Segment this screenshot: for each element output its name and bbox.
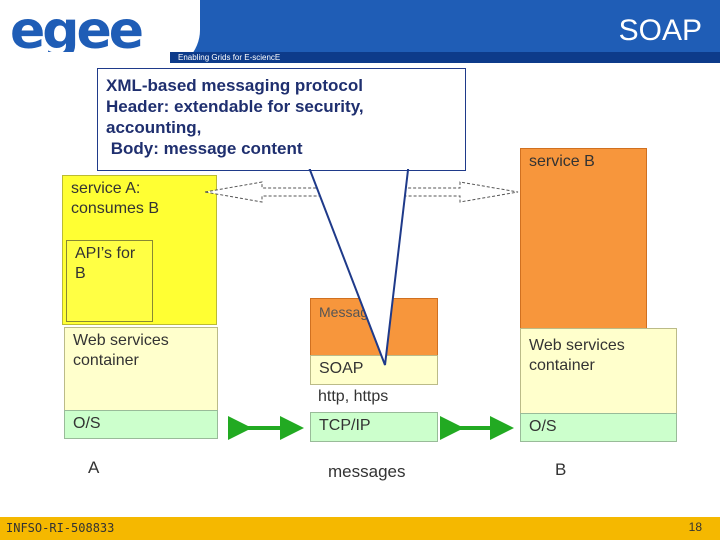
os-a-label: O/S (73, 415, 101, 432)
subtitle-bar (170, 52, 720, 63)
web-services-container-a: Web services container (64, 327, 218, 411)
service-b-label: service B (529, 153, 595, 170)
slide-title: SOAP (618, 14, 702, 47)
api-b-label: API’s for B (75, 245, 136, 282)
node-b-label: B (555, 460, 567, 479)
footer-bar (0, 517, 720, 540)
message-box: Message (310, 298, 438, 356)
node-a-label: A (88, 458, 100, 477)
subtitle: Enabling Grids for E-sciencE (178, 53, 281, 62)
tcp-ip-box: TCP/IP (310, 412, 438, 442)
os-b-label: O/S (529, 418, 557, 435)
callout-box: XML-based messaging protocol Header: ext… (97, 68, 466, 171)
messages-label: messages (328, 462, 406, 481)
footer-project-id: INFSO-RI-508833 (6, 521, 115, 535)
callout-line-2: Header: extendable for security, (106, 97, 364, 116)
web-services-container-b: Web services container (520, 328, 677, 414)
os-b-box: O/S (520, 413, 677, 442)
soap-box: SOAP (310, 355, 438, 385)
tcp-ip-label: TCP/IP (319, 417, 371, 434)
api-b-box: API’s for B (66, 240, 153, 322)
callout-line-4: Body: message content (106, 139, 303, 158)
callout-line-3: accounting, (106, 118, 202, 137)
callout-line-1: XML-based messaging protocol (106, 76, 363, 95)
service-a-label: service A: consumes B (71, 180, 160, 217)
http-label: http, https (318, 388, 389, 405)
logo-text: egee (10, 8, 142, 52)
soap-label: SOAP (319, 360, 364, 377)
message-label: Message (319, 304, 376, 320)
title-bar (170, 0, 720, 57)
os-a-box: O/S (64, 410, 218, 439)
page-number: 18 (688, 520, 702, 534)
web-services-a-label: Web services container (73, 332, 169, 369)
web-services-b-label: Web services container (529, 337, 625, 374)
egee-logo: egee (10, 8, 145, 52)
service-b-box: service B (520, 148, 647, 330)
service-double-arrow (204, 181, 519, 203)
